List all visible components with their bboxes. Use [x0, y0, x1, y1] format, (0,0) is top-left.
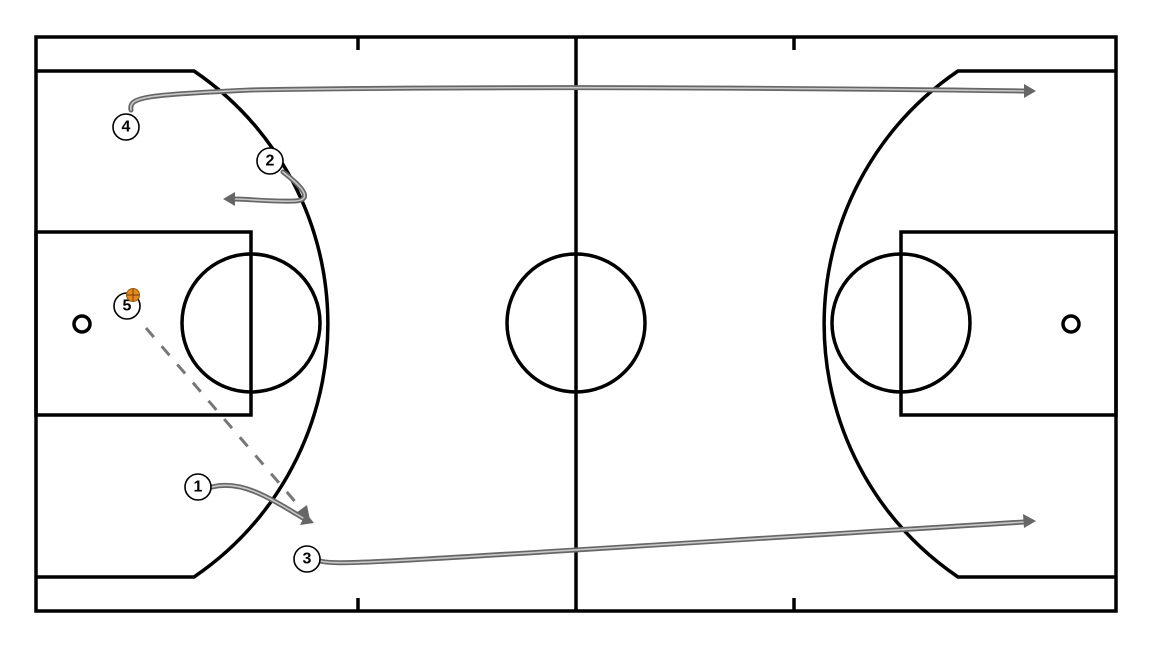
movement-paths	[128, 84, 1036, 566]
basket-right	[1061, 314, 1081, 334]
player-4-cut-path	[128, 84, 1036, 113]
player-1[interactable]: 1	[184, 473, 212, 501]
player-4[interactable]: 4	[112, 113, 140, 141]
player-2-cut-path	[223, 169, 307, 206]
arrowhead-player-2	[223, 192, 235, 206]
free-throw-circle-left	[180, 252, 322, 394]
player-4-number: 4	[122, 119, 131, 136]
player-3-cut-path	[317, 514, 1036, 566]
player-3-number: 3	[303, 551, 312, 568]
key-right	[899, 230, 1118, 417]
three-point-line-left	[36, 69, 330, 579]
three-point-line-right	[822, 69, 1116, 579]
basket-left	[72, 314, 92, 334]
court-lines	[34, 35, 1118, 613]
arrowhead-pass	[296, 505, 310, 520]
center-circle	[505, 252, 647, 394]
arrowhead-player-4	[1024, 84, 1036, 98]
free-throw-circle-right	[830, 252, 972, 394]
player-2-number: 2	[266, 153, 275, 170]
player-marker	[293, 545, 321, 573]
player-2[interactable]: 2	[256, 147, 284, 175]
player-marker	[184, 473, 212, 501]
pass-line-5-to-3	[144, 327, 306, 513]
arrowhead-player-3	[1023, 514, 1036, 528]
key-left	[34, 230, 253, 417]
player-1-number: 1	[194, 479, 203, 496]
basketball-icon	[126, 288, 140, 302]
player-marker	[256, 147, 284, 175]
player-marker	[112, 113, 140, 141]
player-3[interactable]: 3	[293, 545, 321, 573]
player-5-number: 5	[123, 298, 132, 315]
player-1-cut-path	[209, 482, 314, 525]
arrowhead-player-1	[300, 513, 314, 525]
